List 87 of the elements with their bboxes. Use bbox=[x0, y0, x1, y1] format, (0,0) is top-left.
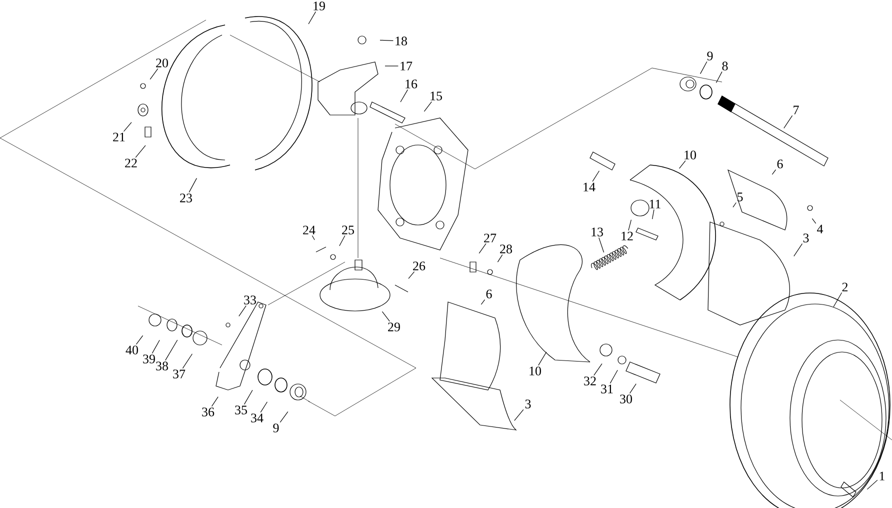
callout-number: 10 bbox=[684, 150, 696, 160]
callout-number: 29 bbox=[388, 322, 400, 332]
leader-line bbox=[812, 218, 816, 224]
callout-number: 11 bbox=[650, 200, 660, 208]
leader-line bbox=[732, 202, 736, 208]
leader-line bbox=[244, 390, 253, 405]
callout-number: 3 bbox=[525, 400, 531, 408]
callout-number: 27 bbox=[484, 234, 496, 242]
callout-number: 18 bbox=[396, 36, 407, 46]
callout-number: 13 bbox=[592, 228, 603, 236]
callout-number: 9 bbox=[707, 52, 713, 60]
leader-line bbox=[188, 178, 198, 193]
callout-number: 33 bbox=[244, 296, 256, 304]
leader-line bbox=[123, 122, 132, 132]
callout-number: 34 bbox=[251, 414, 264, 422]
leader-line bbox=[833, 292, 842, 308]
leader-line bbox=[610, 370, 618, 384]
leader-line bbox=[538, 352, 547, 366]
leader-line bbox=[238, 305, 246, 316]
callout-number: 28 bbox=[500, 244, 512, 254]
callout-number: 15 bbox=[430, 92, 442, 100]
leader-line bbox=[679, 160, 686, 169]
leader-line bbox=[652, 209, 654, 220]
callout-number: 36 bbox=[202, 408, 214, 416]
leader-line bbox=[480, 299, 486, 305]
leader-line bbox=[165, 340, 178, 361]
callout-number: 2 bbox=[842, 282, 848, 292]
leader-line bbox=[382, 311, 390, 322]
callout-number: 35 bbox=[235, 406, 247, 414]
leader-line bbox=[424, 101, 432, 112]
leader-line bbox=[598, 237, 604, 253]
leader-line bbox=[629, 384, 636, 394]
leader-line bbox=[716, 71, 722, 84]
leader-line bbox=[400, 89, 408, 102]
callout-number: 16 bbox=[406, 80, 418, 88]
leader-line bbox=[700, 61, 708, 74]
leader-line bbox=[866, 480, 878, 490]
callout-number: 39 bbox=[143, 354, 155, 364]
leader-line bbox=[339, 235, 346, 246]
leader-line bbox=[260, 402, 268, 413]
leader-line bbox=[152, 340, 160, 354]
leader-line bbox=[594, 363, 602, 376]
leader-line bbox=[478, 243, 486, 254]
leader-line bbox=[380, 40, 394, 41]
callout-number: 7 bbox=[794, 106, 799, 114]
callout-number: 6 bbox=[777, 160, 783, 168]
callout-number: 32 bbox=[584, 376, 596, 386]
callout-number: 8 bbox=[722, 62, 728, 70]
leader-line bbox=[135, 145, 146, 158]
leader-line bbox=[150, 68, 158, 80]
leader-line bbox=[408, 271, 415, 279]
leader-line bbox=[628, 220, 632, 231]
callout-number: 3 bbox=[803, 234, 809, 242]
callout-number: 10 bbox=[530, 366, 541, 376]
callout-number: 38 bbox=[156, 362, 168, 370]
callout-number: 40 bbox=[126, 346, 138, 354]
leader-line bbox=[772, 169, 776, 175]
callout-number: 24 bbox=[303, 226, 316, 234]
callout-number: 5 bbox=[738, 192, 743, 202]
leader-line bbox=[308, 11, 316, 24]
callout-number: 19 bbox=[314, 2, 325, 10]
callout-number: 23 bbox=[180, 194, 192, 202]
leader-line bbox=[784, 115, 793, 128]
callout-number: 14 bbox=[584, 182, 596, 192]
callout-number: 12 bbox=[622, 232, 633, 240]
callout-number: 37 bbox=[173, 370, 186, 378]
leader-line bbox=[136, 335, 144, 345]
leader-line bbox=[182, 354, 193, 369]
leader-line bbox=[592, 170, 600, 182]
callout-number: 22 bbox=[125, 158, 137, 168]
callout-number: 31 bbox=[601, 384, 613, 394]
callout-number: 6 bbox=[486, 290, 492, 298]
leader-line bbox=[312, 235, 315, 240]
leader-line bbox=[497, 254, 503, 262]
callout-number: 4 bbox=[817, 224, 824, 234]
callout-number: 1 bbox=[880, 472, 884, 480]
callout-number: 21 bbox=[113, 132, 125, 142]
callout-number: 26 bbox=[413, 262, 426, 270]
leader-line bbox=[794, 243, 803, 256]
leader-line bbox=[514, 409, 524, 421]
callout-number: 25 bbox=[342, 226, 354, 234]
leader-line bbox=[211, 396, 218, 407]
callout-number: 20 bbox=[156, 58, 168, 68]
callout-number: 9 bbox=[273, 424, 279, 432]
callout-number: 17 bbox=[400, 62, 412, 70]
leader-line bbox=[280, 411, 288, 423]
callout-number: 30 bbox=[620, 394, 632, 404]
